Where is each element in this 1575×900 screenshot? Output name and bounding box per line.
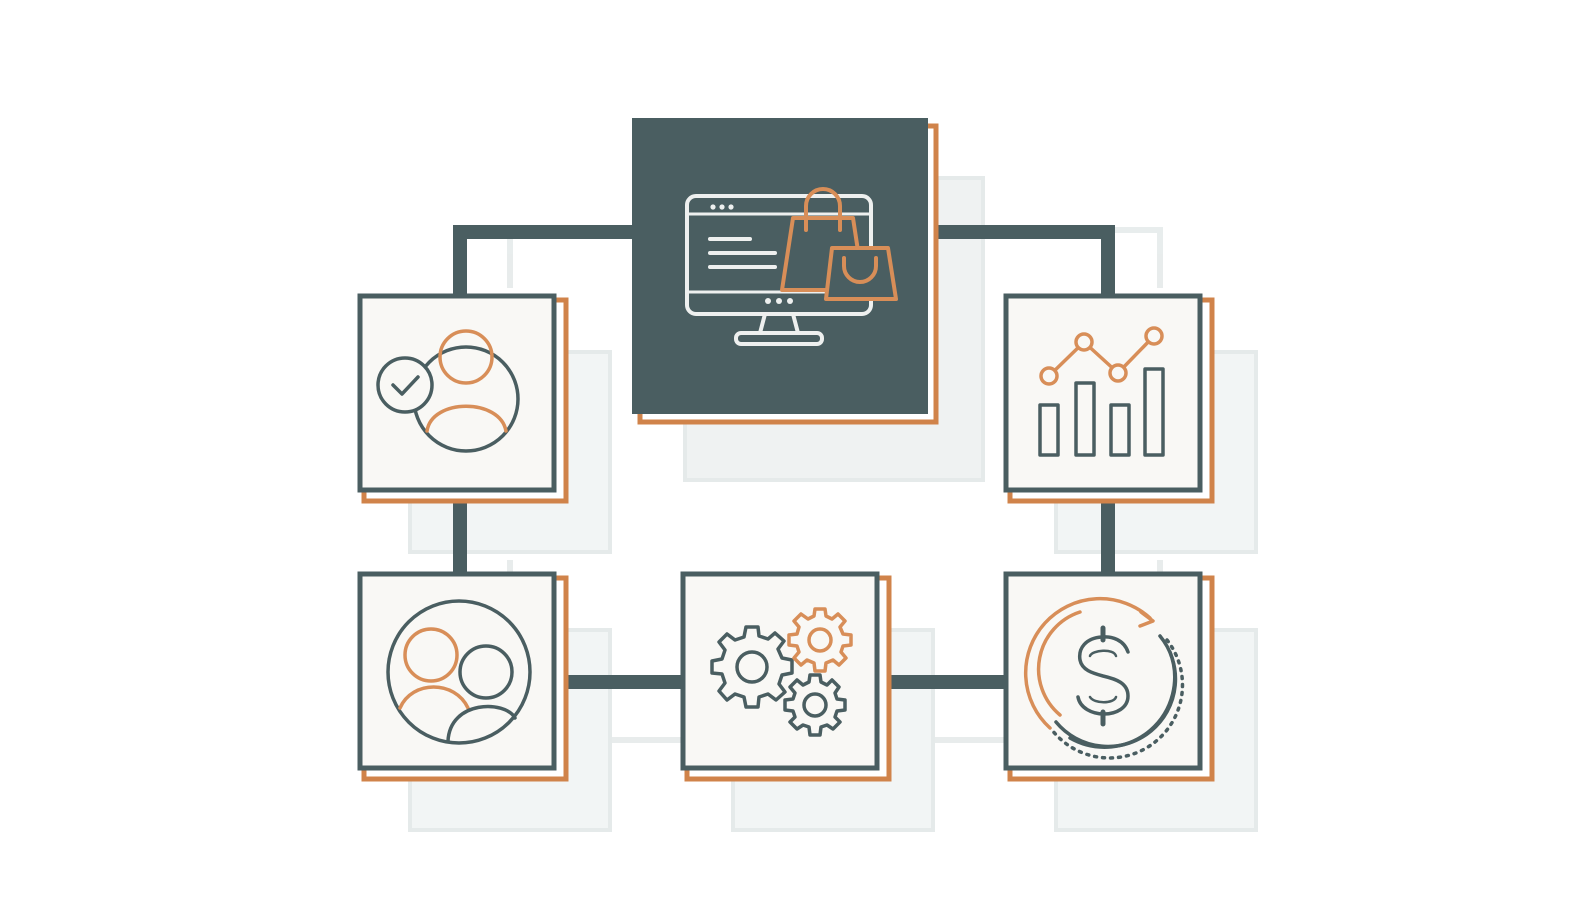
connectors xyxy=(453,225,1115,689)
node-team xyxy=(357,571,569,782)
user-group-icon xyxy=(386,599,532,745)
computer-shopping-bags-icon xyxy=(685,187,898,346)
node-operations xyxy=(680,571,892,782)
node-box xyxy=(1003,571,1203,771)
connector-top-left xyxy=(453,225,636,298)
node-box xyxy=(680,571,880,771)
node-customers-verified xyxy=(357,293,569,504)
dollar-cycle-icon xyxy=(1023,596,1185,760)
node-analytics xyxy=(1003,293,1215,504)
gears-icon xyxy=(710,607,853,737)
node-revenue-cycle xyxy=(1003,571,1215,782)
user-check-icon xyxy=(376,329,520,453)
bar-line-chart-icon xyxy=(1038,326,1165,457)
connector-top-right xyxy=(926,225,1115,298)
node-box xyxy=(357,571,557,771)
node-ecommerce xyxy=(632,118,939,425)
node-box xyxy=(1003,293,1203,493)
